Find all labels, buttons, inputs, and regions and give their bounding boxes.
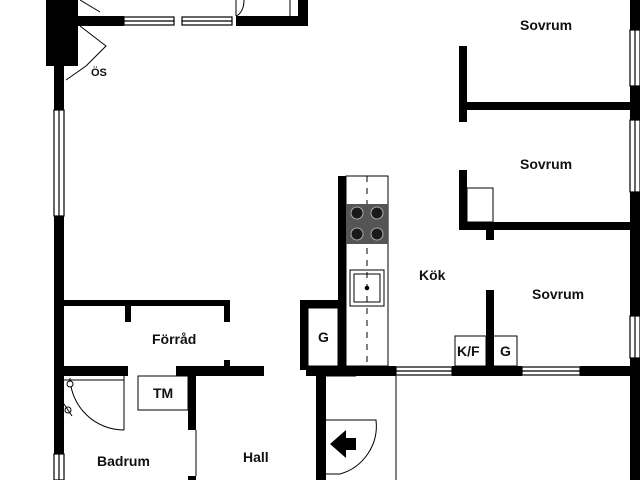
fixture-label-g-right: G bbox=[500, 343, 511, 359]
door-top-center bbox=[235, 0, 245, 17]
kitchen-wall-left bbox=[338, 176, 346, 370]
closet-wall-left bbox=[300, 300, 308, 370]
closet-wall-top bbox=[308, 300, 346, 308]
fixture-label-os: ÖS bbox=[91, 67, 107, 79]
fixture-boxes bbox=[137, 307, 518, 411]
room-label-kitchen: Kök bbox=[419, 267, 446, 283]
door-top-left-swing bbox=[65, 25, 107, 81]
sink-icon bbox=[349, 269, 385, 307]
bedroom-wall-upper-vertical bbox=[459, 46, 467, 122]
walls bbox=[46, 0, 640, 480]
room-label-hall: Hall bbox=[243, 449, 269, 465]
bathroom-shower-curve bbox=[69, 377, 125, 431]
bedroom-wall-upper-horizontal bbox=[459, 102, 630, 110]
storage-wall-top bbox=[64, 300, 230, 306]
door-top-left bbox=[79, 0, 101, 13]
chimney bbox=[46, 0, 78, 66]
room-label-bedroom-2: Sovrum bbox=[520, 156, 573, 172]
closet-g-left bbox=[307, 307, 339, 367]
bedroom-wall-mid-horizontal bbox=[459, 222, 630, 230]
doors bbox=[65, 0, 494, 480]
hall-wall-top-right bbox=[580, 366, 640, 376]
room-label-bedroom-3: Sovrum bbox=[532, 286, 585, 302]
fixture-label-kf: K/F bbox=[457, 343, 480, 359]
windows bbox=[53, 16, 640, 480]
kitchen-counter bbox=[345, 175, 389, 367]
room-label-storage: Förråd bbox=[152, 331, 197, 347]
storage-wall-stub-left bbox=[125, 300, 131, 322]
tm-box bbox=[137, 375, 189, 411]
bedroom-wall-mid-stub bbox=[486, 228, 494, 240]
left-exterior-wall bbox=[54, 60, 64, 480]
top-wall-middle bbox=[236, 16, 306, 26]
bathroom-wall-right-bottom bbox=[188, 476, 196, 480]
top-wall-left bbox=[64, 16, 124, 26]
storage-wall-stub-right bbox=[224, 300, 230, 322]
fixture-label-g-left: G bbox=[318, 329, 329, 345]
bedroom-wall-lower-vertical bbox=[486, 290, 494, 370]
bathroom-wall-right bbox=[188, 376, 196, 430]
entrance-door-swing bbox=[326, 419, 377, 475]
entrance-wall bbox=[316, 366, 326, 480]
storage-wall-bottom-right bbox=[176, 366, 264, 376]
top-wall-stub bbox=[298, 0, 308, 26]
room-label-bathroom: Badrum bbox=[97, 453, 150, 469]
bedroom-wall-mid-vertical bbox=[459, 170, 467, 228]
hall-wall-top-left bbox=[306, 366, 396, 376]
stove-icon bbox=[346, 204, 388, 244]
bedroom-closet bbox=[466, 187, 494, 223]
hall-wall-top-middle bbox=[452, 366, 522, 376]
entrance-arrow-icon bbox=[330, 430, 356, 458]
room-label-bedroom-1: Sovrum bbox=[520, 17, 573, 33]
fixture-label-tm: TM bbox=[153, 385, 174, 401]
shower-icon bbox=[63, 379, 124, 417]
storage-wall-bottom-left bbox=[64, 366, 128, 376]
storage-wall-bottom-stub bbox=[224, 360, 230, 370]
right-exterior-wall bbox=[630, 0, 640, 480]
